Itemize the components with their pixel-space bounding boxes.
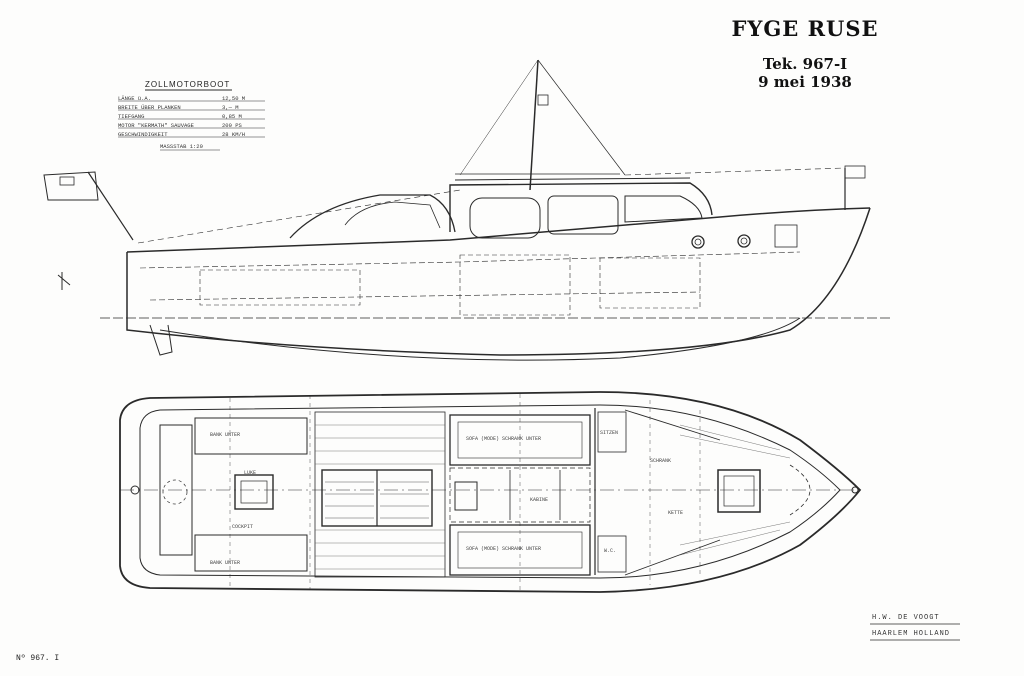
plan-label-schrank: SCHRANK xyxy=(650,458,672,464)
plan-label-cockpit: COCKPIT xyxy=(232,524,254,530)
plan-label-sofa-top: SOFA (MODE) SCHRANK UNTER xyxy=(466,436,542,442)
plan-label-luke: LUKE xyxy=(244,470,257,476)
spec-row-value: 3,— M xyxy=(222,104,239,111)
scale-label: MASSSTAB 1:20 xyxy=(160,143,203,150)
plan-label-sitzen: SITZEN xyxy=(600,430,619,436)
spec-row-label: LÄNGE ü.A. xyxy=(118,95,152,102)
drawing-number: Nº 967. I xyxy=(16,654,60,663)
spec-title: ZOLLMOTORBOOT xyxy=(145,80,231,89)
spec-row-value: 12,50 M xyxy=(222,95,246,102)
spec-row-value: 28 KM/H xyxy=(222,131,246,138)
plan-label-aft-top: BANK UNTER xyxy=(210,432,241,438)
plan-label-kette: KETTE xyxy=(668,510,684,516)
plan-label-sofa-bottom: SOFA (MODE) SCHRANK UNTER xyxy=(466,546,542,552)
spec-row-label: BREITE ÜBER PLANKEN xyxy=(118,104,181,111)
spec-row-label: TIEFGANG xyxy=(118,113,145,120)
side-elevation xyxy=(43,59,890,361)
spec-row-label: GESCHWINDIGKEIT xyxy=(118,131,168,138)
spec-row-value: 0,85 M xyxy=(222,113,242,120)
title-block: FYGE RUSE Tek. 967-I 9 mei 1938 xyxy=(690,12,920,91)
spec-row-label: MOTOR "KERMATH" SAUVAGE xyxy=(118,122,194,129)
spec-row-value: 200 PS xyxy=(222,122,242,129)
plan-label-aft-bottom: BANK UNTER xyxy=(210,560,241,566)
plan-label-kabine: KABINE xyxy=(530,497,549,503)
drawing-reference: Tek. 967-I xyxy=(762,55,848,73)
drawing-date: 9 mei 1938 xyxy=(758,73,852,91)
maker-name: H.W. DE VOOGT xyxy=(872,614,940,622)
maker-city: HAARLEM HOLLAND xyxy=(872,630,951,638)
plan-view xyxy=(119,391,862,593)
drawing-title: FYGE RUSE xyxy=(731,16,879,41)
plan-label-wc: W.C. xyxy=(604,548,617,554)
